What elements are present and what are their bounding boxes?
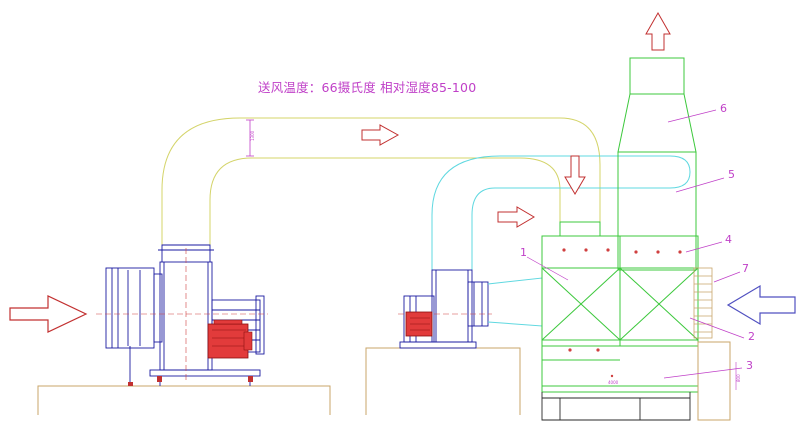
callout-leaders [526,109,745,379]
spray-nozzles-upper [562,248,682,378]
side-tank-dimension-label: 800 [736,374,741,382]
return-duct [431,155,691,270]
right-fan-motor [405,311,433,337]
duct-dimension [246,119,254,157]
side-tank [697,341,731,421]
tower-entry-arrow [497,206,535,228]
louvered-inlet [693,267,713,339]
left-platform [37,385,331,415]
callout-2: 2 [748,330,755,343]
callout-3: 3 [746,359,753,372]
supply-duct [161,117,601,245]
duct-flow-arrow-down [564,155,586,195]
right-fan-transition [487,277,543,327]
callout-4: 4 [725,233,732,246]
callout-1: 1 [520,246,527,259]
scrubber-tower [541,57,699,393]
left-fan-centerline [96,248,268,380]
left-inlet-arrow [9,295,88,333]
exhaust-arrow-up [645,11,671,51]
duct-flow-arrow-right [361,124,400,146]
left-fan-motor [207,319,253,359]
callout-6: 6 [720,102,727,115]
duct-dimension-label: 1300 [250,130,255,141]
tank-base [541,392,691,421]
supply-air-caption: 送风温度：66摄氏度 相对湿度85-100 [258,80,477,95]
tank-width-label: 4000 [608,380,619,385]
right-platform [365,347,521,415]
left-fan-unit [105,244,265,386]
right-inlet-arrow [726,284,796,326]
left-fan-legs [128,376,253,386]
callout-7: 7 [742,262,749,275]
callout-5: 5 [728,168,735,181]
